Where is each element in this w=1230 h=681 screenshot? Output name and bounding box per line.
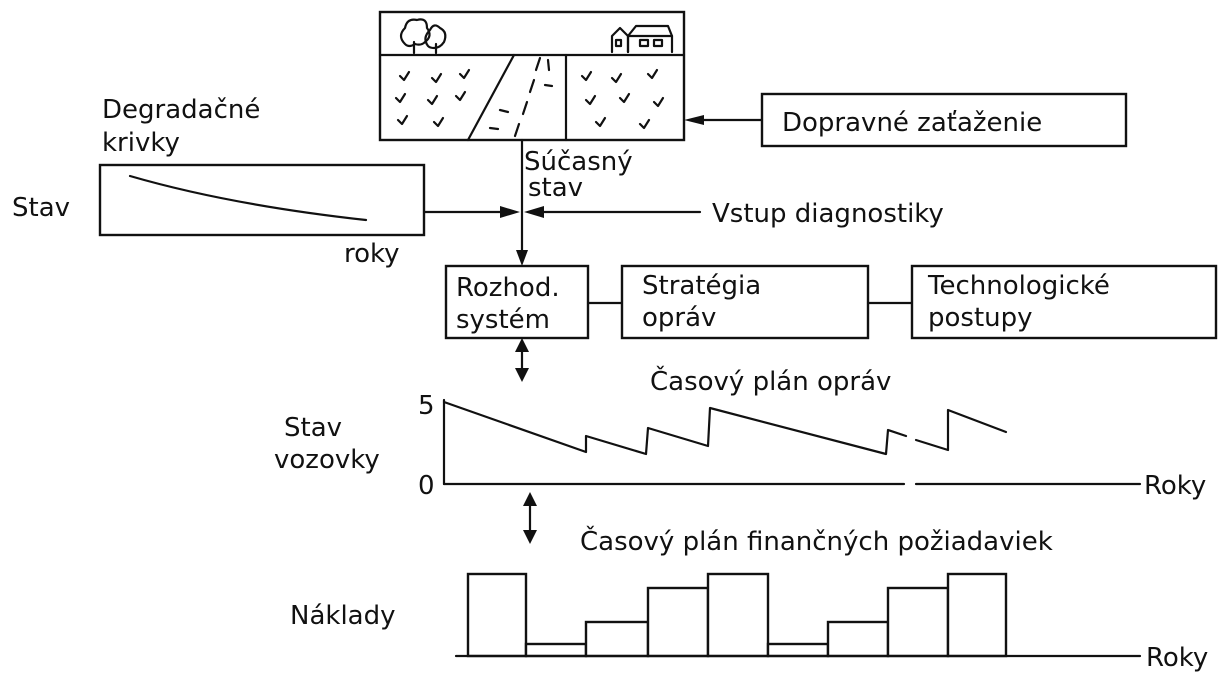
cost-bar-7 — [828, 622, 888, 656]
condition-sawtooth-line — [444, 402, 906, 454]
pavement-state-line2: vozovky — [274, 445, 380, 475]
technology-label-line2: postupy — [928, 303, 1033, 333]
double-arrow-schedule-finance — [523, 492, 537, 544]
cost-bar-5 — [708, 574, 768, 656]
roky-axis-label-2: Roky — [1146, 643, 1208, 673]
strategy-label-line1: Stratégia — [642, 271, 761, 301]
cost-bar-9 — [948, 574, 1006, 656]
financial-bar-chart — [456, 574, 1140, 656]
cost-bar-3 — [586, 622, 648, 656]
arrow-icon — [684, 115, 704, 125]
technology-label-line1: Technologické — [927, 271, 1110, 301]
condition-sawtooth-line-end — [916, 410, 1006, 450]
pavement-state-line1: Stav — [284, 413, 342, 443]
diagnostic-input-label: Vstup diagnostiky — [712, 199, 944, 229]
degradation-label-line1: Degradačné — [102, 95, 260, 125]
arrow-icon — [524, 206, 544, 218]
arrow-icon — [523, 492, 537, 506]
roky-small-label: roky — [344, 239, 400, 269]
cost-bar-2 — [526, 644, 586, 656]
traffic-load-label: Dopravné zaťaženie — [782, 108, 1042, 138]
axis-value-top: 5 — [418, 391, 435, 421]
arrow-icon — [500, 206, 520, 218]
decision-label-line1: Rozhod. — [456, 273, 560, 303]
arrow-icon — [515, 338, 529, 352]
stav-label: Stav — [12, 193, 70, 223]
arrow-icon — [515, 368, 529, 382]
cost-bar-8 — [888, 588, 948, 656]
degradation-label-line2: krivky — [102, 128, 180, 158]
repair-schedule-title: Časový plán opráv — [650, 365, 891, 397]
repair-schedule-chart — [444, 400, 1140, 484]
cost-bar-6 — [768, 644, 828, 656]
strategy-label-line2: opráv — [642, 303, 716, 333]
decision-label-line2: systém — [456, 305, 550, 335]
double-arrow-decision-schedule — [515, 338, 529, 382]
axis-value-zero: 0 — [418, 471, 435, 501]
cost-bar-4 — [648, 588, 708, 656]
roky-axis-label-1: Roky — [1144, 471, 1206, 501]
arrow-icon — [516, 250, 528, 266]
degradation-curve-box — [100, 165, 424, 235]
road-scene-frame — [380, 12, 684, 140]
financial-schedule-title: Časový plán finančných požiadaviek — [580, 525, 1053, 557]
costs-label: Náklady — [290, 601, 396, 631]
arrow-icon — [523, 530, 537, 544]
cost-bar-1 — [468, 574, 526, 656]
current-state-line2: stav — [528, 173, 583, 203]
traffic-arrow — [684, 115, 762, 125]
road-scene-picture — [380, 12, 684, 140]
